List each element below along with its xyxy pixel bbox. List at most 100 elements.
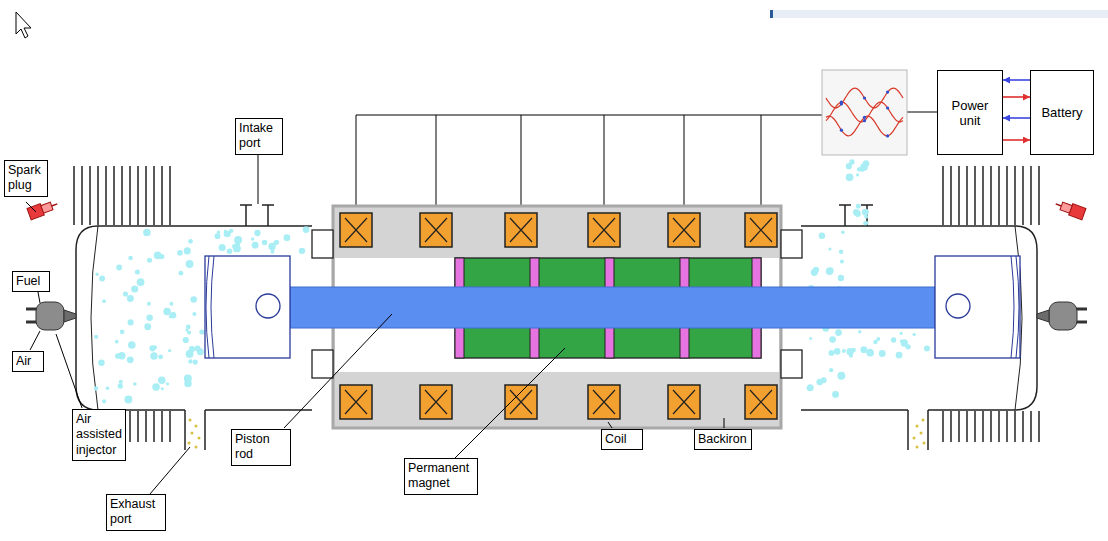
part-label: Air [16,354,40,369]
callout-box: Intake port [235,118,283,155]
exhaust-port-part [184,410,186,450]
mixture-bubbles-part [838,275,844,281]
mixture-bubbles-part [128,319,134,325]
mixture-bubbles-part [190,296,197,303]
mixture-bubbles-part [217,231,220,234]
piston-left-part [205,256,290,358]
three-phase-waves-part [886,106,889,109]
mixture-bubbles-part [837,372,845,380]
cylinder [26,166,312,450]
seals-part [312,230,333,258]
three-phase-waves-part [826,102,903,122]
piston-right-part [946,294,970,318]
exhaust-particles-part [198,437,201,440]
leader-lines-part [26,202,36,212]
cooling-fins-part [129,166,130,225]
mixture-bubbles-part [137,278,145,286]
coil-symbols-part [505,213,537,247]
mixture-bubbles-part [102,399,106,403]
mixture-bubbles-part [147,258,152,263]
leader-lines-part [284,314,392,428]
mixture-bubbles-part [186,260,194,268]
cooling-fins-part [169,166,170,225]
three-phase-waves-part [863,119,866,122]
cooling-fins-part [153,411,154,442]
exhaust-particles-part [195,446,198,449]
mixture-bubbles-part [154,252,162,260]
mixture-bubbles-part [183,337,189,343]
leader-lines-part [38,292,40,303]
spark-plug-symbol [27,198,59,220]
coil-symbols-part [340,385,372,419]
three-phase-waves-part [840,129,843,132]
coil-symbols-part-part [668,385,700,419]
mixture-bubbles-part [901,339,908,346]
cooling-fins-part [137,166,138,225]
mixture-bubbles-part [891,337,896,342]
top-bar-mark [770,10,773,18]
exhaust-port [185,410,205,450]
part-label: Spark plug [8,163,44,194]
mixture-bubbles-part [188,239,193,244]
mixture-bubbles-part [254,230,260,236]
mixture-bubbles-part [127,356,134,363]
coil-symbols-part [668,213,700,247]
coil-symbols-part-part [593,390,615,414]
mixture-bubbles-part [819,232,825,238]
coil-symbols-part [420,213,452,247]
mixture-bubbles-part [924,345,930,351]
leader-lines [26,154,724,494]
part-label: Coil [605,432,639,447]
coil-symbols-part-part [745,385,777,419]
coil-symbols-part-part [673,218,695,242]
coil-wires-part [521,115,522,213]
mixture-bubbles-part [834,348,841,355]
cooling-fins-part [161,166,162,225]
mixture-bubbles-part [879,350,886,357]
cooling-fins-part [113,166,114,225]
mixture-bubbles-part [829,350,835,356]
coil-symbols-part-part [588,385,620,419]
mixture-bubbles-part [857,167,862,172]
mixture-bubbles-part [229,229,233,233]
coil-symbols-part-part [745,213,777,247]
mixture-bubbles-part [131,285,138,292]
coil-symbols-part-part [750,390,772,414]
cooling-fins-part [161,411,162,442]
seals-part [781,230,802,258]
coil-symbols-part [588,385,620,419]
mixture-bubbles-part [234,236,242,244]
mixture-bubbles-part [841,230,845,234]
three-phase-waves-part [886,91,889,94]
coil-symbols-part-part [673,390,695,414]
mixture-bubbles-part [846,163,852,169]
coil-symbols-part-part [345,218,367,242]
mixture-bubbles-part [184,374,192,382]
exhaust-particles-part [195,425,198,428]
mixture-bubbles-part [262,240,268,246]
exhaust-particles [188,419,201,449]
intake-port-part [262,204,274,206]
three-phase-waves-part [863,96,866,99]
waveform-box [822,70,907,155]
mixture-bubbles-part [828,247,831,250]
unit-box: Power unit [937,70,1003,155]
mixture-bubbles-part [299,248,305,254]
mixture-bubbles-part [188,359,192,363]
injector-symbol [26,302,76,330]
three-phase-waves [826,88,903,137]
callout-box: Coil [601,429,643,450]
cooling-fins-part [73,166,74,225]
callout-box: Piston rod [231,429,291,466]
coil-wires-part [604,115,605,213]
mixture-bubbles-part [166,382,169,385]
three-phase-waves-part [863,116,866,119]
exhaust-particles-part [189,419,192,422]
mixture-bubbles-part [864,215,868,219]
coil-symbols-part-part [510,390,532,414]
mixture-bubbles-part [860,346,867,353]
mixture-bubbles-part [854,210,861,217]
callout-box: Air [12,351,44,372]
part-label: Permanent magnet [408,461,474,492]
mixture-bubbles-part [252,242,259,249]
